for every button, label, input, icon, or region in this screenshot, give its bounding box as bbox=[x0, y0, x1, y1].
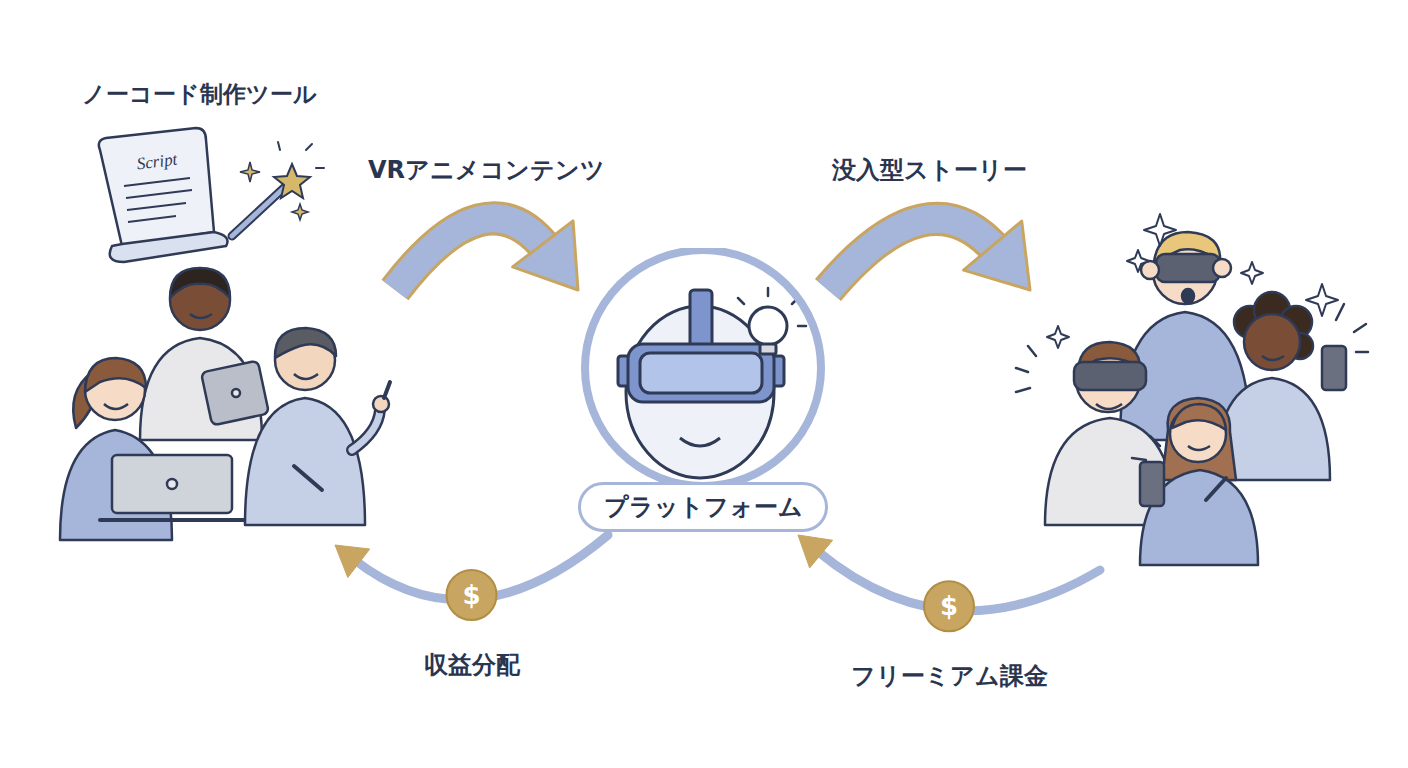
person-smile bbox=[190, 314, 212, 318]
tablet-logo bbox=[232, 389, 240, 397]
coin bbox=[447, 570, 497, 620]
sparkle bbox=[1144, 214, 1176, 246]
arrow-body bbox=[828, 219, 998, 290]
flow-arrow bbox=[395, 218, 578, 290]
person-smile bbox=[1096, 404, 1122, 409]
open-mouth bbox=[1182, 289, 1194, 303]
lightbulb bbox=[749, 307, 787, 345]
sparkle bbox=[240, 162, 260, 182]
vr-headset bbox=[1156, 254, 1220, 282]
sparkle bbox=[1127, 250, 1149, 272]
arrow-body bbox=[395, 218, 548, 290]
scroll-sheet bbox=[99, 128, 214, 246]
platform-node: プラットフォーム bbox=[578, 248, 828, 535]
person-hand bbox=[1213, 259, 1231, 277]
vr-face-icon bbox=[618, 288, 806, 478]
person-body bbox=[245, 398, 365, 525]
arrow-head bbox=[964, 221, 1030, 290]
person-smile bbox=[104, 404, 128, 409]
sparkle bbox=[1241, 262, 1263, 284]
person-smile bbox=[1262, 356, 1284, 360]
magic-wand bbox=[232, 142, 324, 236]
person-hair bbox=[1172, 404, 1226, 430]
platform-label: プラットフォーム bbox=[578, 482, 828, 532]
user-woman-curly bbox=[1215, 292, 1368, 480]
coin-symbol: $ bbox=[447, 582, 497, 608]
arrow-head bbox=[335, 545, 370, 578]
person-head bbox=[1244, 314, 1300, 370]
platform-ring bbox=[585, 250, 821, 486]
edge-label: 収益分配 bbox=[312, 651, 632, 680]
pointing-finger bbox=[1206, 478, 1226, 500]
payment-arrow bbox=[798, 535, 1100, 631]
arrow-head bbox=[798, 535, 833, 568]
person-smile bbox=[1188, 446, 1210, 450]
script-scroll bbox=[99, 128, 228, 262]
pointing-finger bbox=[384, 382, 390, 398]
person-arm bbox=[352, 410, 380, 450]
person-hair bbox=[275, 328, 336, 358]
goggle-lens bbox=[640, 353, 762, 393]
sparkle bbox=[1306, 284, 1338, 316]
laptop-logo bbox=[167, 479, 177, 489]
edge-label: 没入型ストーリー bbox=[769, 156, 1089, 185]
payment-arrow bbox=[335, 535, 608, 620]
stylus-pen bbox=[294, 466, 322, 490]
person-hand bbox=[373, 396, 389, 412]
creator-man-pointing bbox=[245, 328, 390, 525]
edge-label: VRアニメコンテンツ bbox=[327, 156, 647, 185]
sparkle-rays bbox=[278, 142, 324, 168]
person-smile bbox=[294, 374, 318, 379]
laptop-base bbox=[100, 518, 245, 522]
user-woman-phone bbox=[1132, 398, 1258, 565]
person-hair bbox=[170, 268, 230, 298]
scroll-lines bbox=[124, 178, 192, 222]
smartphone bbox=[1322, 346, 1346, 390]
creator-man-tablet bbox=[140, 268, 269, 440]
coin bbox=[924, 581, 974, 631]
person-hair bbox=[85, 358, 146, 392]
sparkle bbox=[1047, 326, 1069, 348]
wand-stick bbox=[232, 186, 286, 236]
excitement-rays bbox=[1132, 436, 1160, 460]
node-heading: ノーコード制作ツール bbox=[82, 81, 402, 109]
smile bbox=[680, 438, 720, 446]
sparkle bbox=[292, 204, 308, 220]
scroll-curl bbox=[110, 232, 228, 262]
lightbulb-base bbox=[760, 344, 776, 354]
creator-group: ノーコード制作ツール bbox=[55, 75, 395, 545]
vr-headset bbox=[1074, 362, 1146, 390]
wand-star bbox=[274, 164, 310, 198]
sparkles bbox=[1047, 214, 1338, 348]
user-group bbox=[1030, 200, 1380, 570]
creator-woman-laptop bbox=[60, 358, 245, 540]
user-man-headset-left bbox=[1016, 342, 1175, 525]
laptop bbox=[112, 455, 232, 513]
person-long-hair bbox=[1162, 398, 1236, 480]
headset-strap bbox=[690, 290, 712, 348]
flow-arrow bbox=[828, 219, 1030, 290]
goggles bbox=[628, 344, 774, 402]
coin-symbol: $ bbox=[924, 593, 974, 619]
arrow-outline bbox=[395, 218, 548, 290]
excitement-rays bbox=[1016, 346, 1036, 392]
smartphone bbox=[1140, 462, 1164, 506]
arrow-outline bbox=[828, 219, 998, 290]
edge-label: フリーミアム課金 bbox=[789, 662, 1109, 691]
tablet bbox=[201, 361, 269, 426]
arrow-head bbox=[513, 221, 578, 290]
wand-stick-fill bbox=[232, 186, 286, 236]
person-arm-fill bbox=[352, 410, 380, 450]
excitement-rays bbox=[1336, 304, 1368, 352]
